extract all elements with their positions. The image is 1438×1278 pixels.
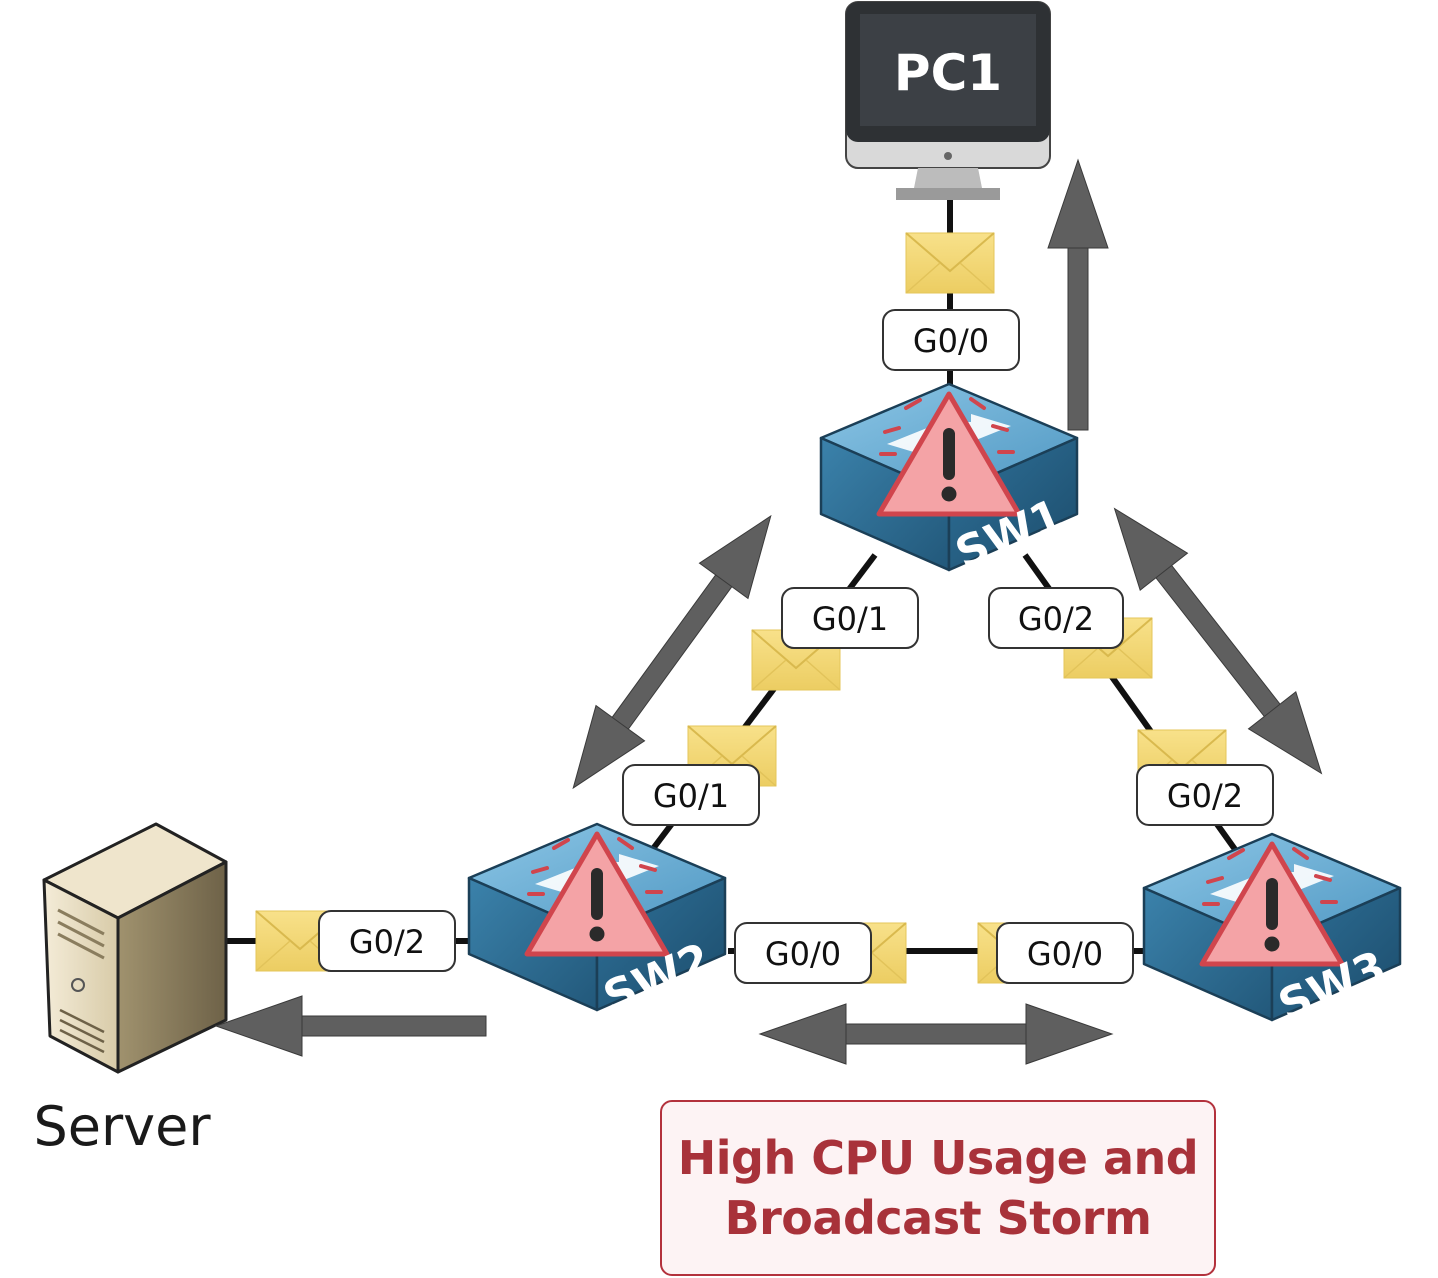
port-label-sw2-g00: G0/0 — [734, 922, 872, 984]
arrow-sw2-sw3 — [758, 1003, 1114, 1065]
alert-callout: High CPU Usage and Broadcast Storm — [660, 1100, 1216, 1276]
svg-text:G0/0: G0/0 — [765, 935, 841, 973]
flood-arrows — [214, 158, 1323, 1065]
port-label-sw1-g00: G0/0 — [882, 309, 1020, 371]
sw2-device[interactable]: SW2 — [467, 822, 727, 1024]
monitor-icon — [845, 1, 1051, 200]
pc1-label: PC1 — [894, 44, 1002, 102]
svg-text:G0/2: G0/2 — [1167, 777, 1243, 815]
server-label: Server — [33, 1095, 211, 1158]
arrow-sw1-sw2 — [572, 514, 772, 790]
server-icon — [42, 822, 228, 1074]
sw3-device[interactable]: SW3 — [1142, 832, 1402, 1032]
svg-text:G0/2: G0/2 — [349, 923, 425, 961]
pc1-device[interactable]: PC1 — [845, 1, 1051, 200]
svg-text:G0/0: G0/0 — [1027, 935, 1103, 973]
server-device[interactable]: Server — [33, 822, 228, 1158]
envelope-icon — [905, 232, 995, 294]
port-label-sw1-g01: G0/1 — [781, 587, 919, 649]
arrow-left-to-server — [214, 995, 487, 1057]
port-labels: G0/0 G0/1 G0/2 G0/1 G0/2 G0/2 G0/0 G0/0 — [318, 309, 1274, 984]
alert-line-1: High CPU Usage and — [677, 1131, 1199, 1185]
sw1-device[interactable]: SW1 — [819, 382, 1079, 580]
svg-text:G0/2: G0/2 — [1018, 600, 1094, 638]
svg-text:G0/1: G0/1 — [653, 777, 729, 815]
port-label-sw3-g02: G0/2 — [1136, 764, 1274, 826]
port-label-sw2-g02: G0/2 — [318, 910, 456, 972]
svg-text:G0/0: G0/0 — [913, 322, 989, 360]
alert-line-2: Broadcast Storm — [724, 1191, 1152, 1245]
arrow-up-to-pc1 — [1047, 158, 1109, 431]
svg-text:G0/1: G0/1 — [812, 600, 888, 638]
arrow-sw1-sw3 — [1113, 507, 1323, 775]
port-label-sw2-g01: G0/1 — [622, 764, 760, 826]
port-label-sw1-g02: G0/2 — [988, 587, 1124, 649]
port-label-sw3-g00: G0/0 — [996, 922, 1134, 984]
